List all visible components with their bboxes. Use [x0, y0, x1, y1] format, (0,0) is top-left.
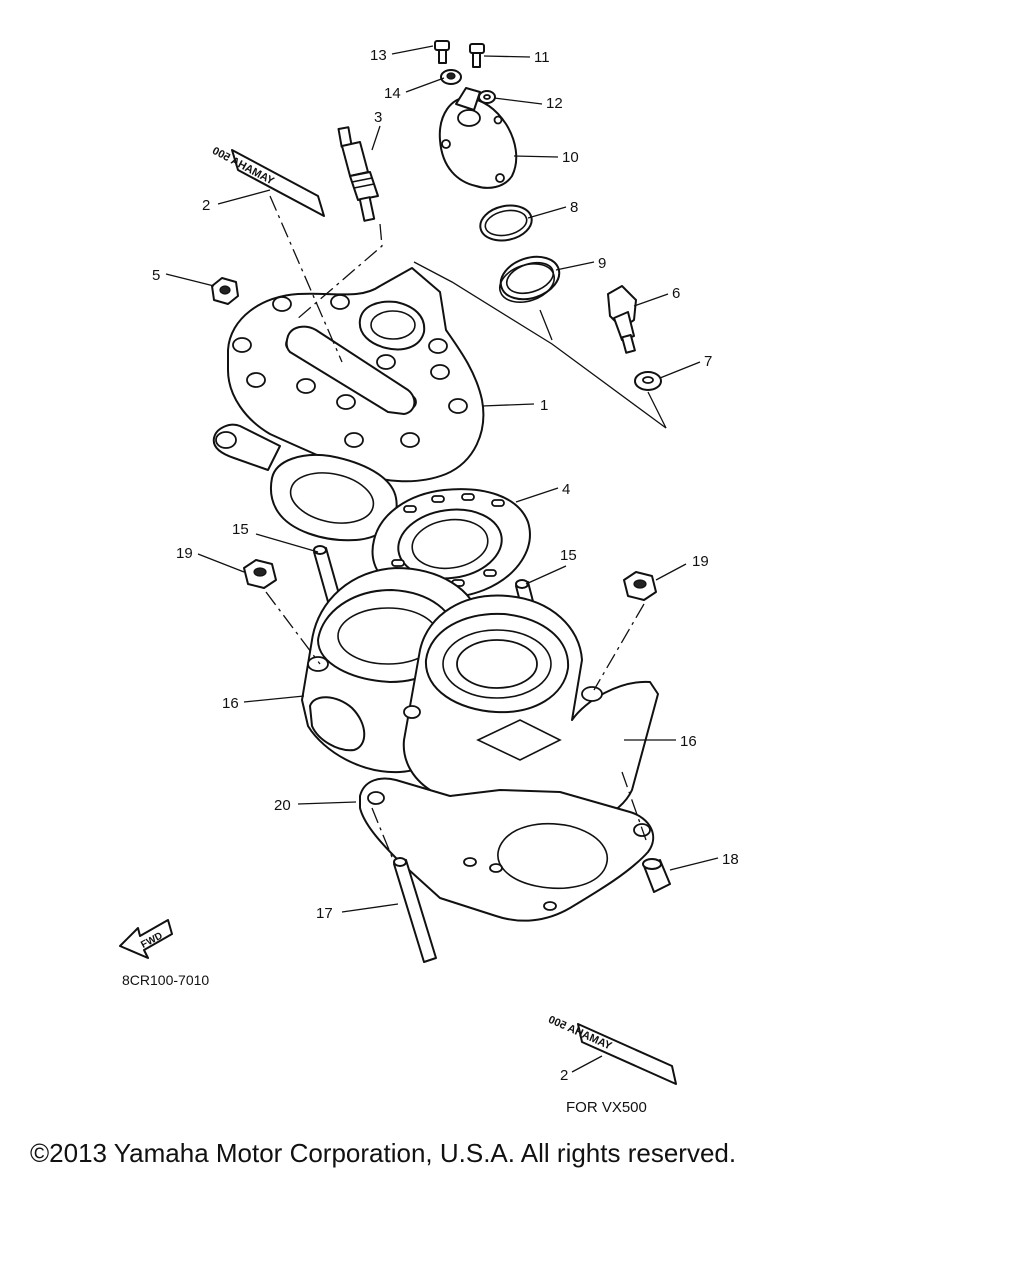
callout-15-right: 15 [560, 547, 577, 564]
callout-16-right: 16 [680, 733, 697, 750]
fwd-arrow-icon: FWD [119, 919, 173, 959]
callout-6: 6 [672, 285, 680, 302]
decal-text: YAMAHA 500 [210, 145, 276, 188]
callout-19-right: 19 [692, 553, 709, 570]
part-11-bolt [469, 43, 485, 68]
part-13-bolt [434, 40, 450, 64]
callout-2-variant: 2 [560, 1067, 568, 1084]
callout-9: 9 [598, 255, 606, 272]
callout-14: 14 [384, 85, 401, 102]
part-6-temperature-sensor [607, 285, 637, 354]
part-16-cylinder-right [402, 594, 659, 832]
variant-note: FOR VX500 [566, 1099, 647, 1116]
callout-15-left: 15 [232, 521, 249, 538]
part-5-nut [211, 277, 239, 305]
part-1-cylinder-head [212, 267, 485, 483]
callout-1: 1 [540, 397, 548, 414]
copyright-notice: ©2013 Yamaha Motor Corporation, U.S.A. A… [30, 1138, 737, 1168]
callout-labels: 13 11 14 12 10 3 2 8 9 5 6 7 1 4 15 15 1… [152, 47, 739, 1084]
callout-3: 3 [374, 109, 382, 126]
diagram-code: 8CR100-7010 [122, 972, 209, 988]
leader-lines [165, 45, 719, 1073]
callout-4: 4 [562, 481, 570, 498]
callout-17: 17 [316, 905, 333, 922]
callout-12: 12 [546, 95, 563, 112]
callout-18: 18 [722, 851, 739, 868]
part-2-decal: YAMAHA 500 [210, 145, 325, 217]
callout-16-left: 16 [222, 695, 239, 712]
part-17-stud [393, 857, 437, 963]
callout-2: 2 [202, 197, 210, 214]
callout-11: 11 [534, 49, 550, 66]
callout-5: 5 [152, 267, 160, 284]
part-10-thermostat-cover [438, 87, 518, 189]
callout-19-left: 19 [176, 545, 193, 562]
decal-text-variant: YAMAHA 500 [546, 1014, 613, 1053]
part-19-nut-right [623, 571, 657, 601]
part-9-seal-ring [498, 255, 561, 303]
part-14-washer [440, 69, 462, 85]
assembly-lines [265, 195, 667, 863]
callout-8: 8 [570, 199, 578, 216]
part-8-o-ring [479, 204, 533, 242]
part-20-base-gasket [359, 777, 655, 922]
part-12-washer [478, 90, 496, 104]
part-19-nut-left [243, 559, 277, 589]
callout-20: 20 [274, 797, 291, 814]
part-3-spark-plug [337, 126, 379, 222]
callout-13: 13 [370, 47, 387, 64]
part-7-washer [634, 371, 662, 391]
callout-7: 7 [704, 353, 712, 370]
part-18-dowel-pin [642, 858, 671, 893]
callout-10: 10 [562, 149, 579, 166]
